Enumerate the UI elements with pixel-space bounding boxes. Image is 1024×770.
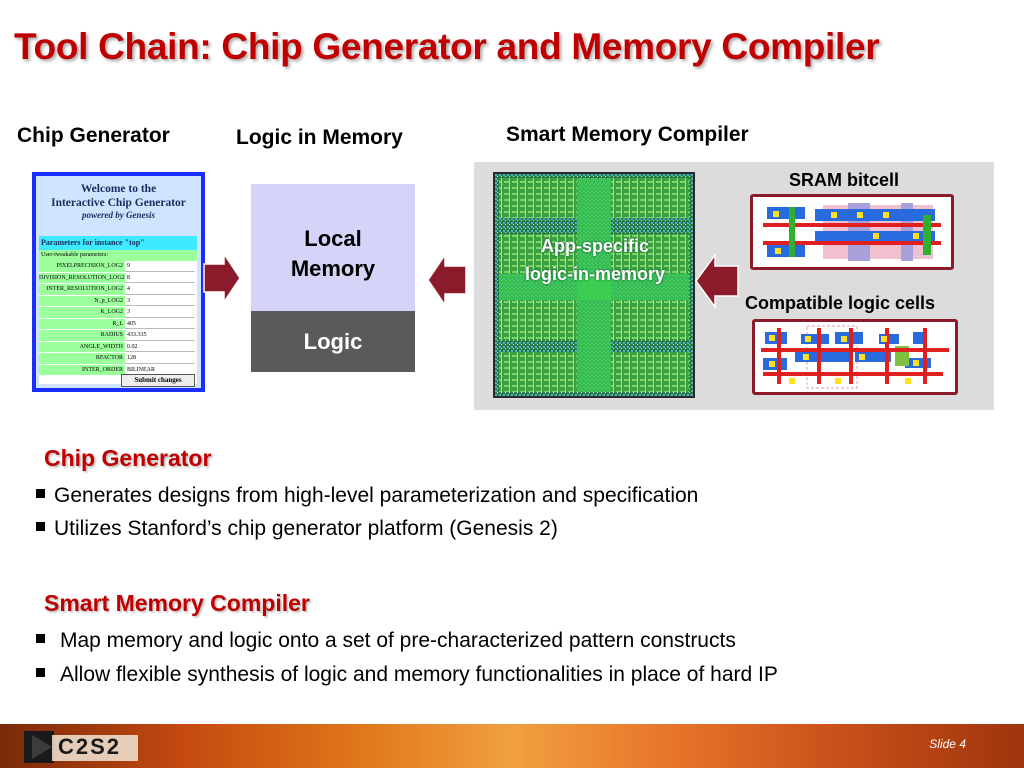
sram-bitcell-label: SRAM bitcell: [789, 170, 900, 190]
footer-bar: [0, 724, 1024, 768]
logic-in-memory-heading: Logic in Memory: [236, 126, 403, 149]
left-arrow-icon: [427, 252, 467, 308]
bullet-square-icon: [36, 668, 45, 677]
sram-layout-icon: [763, 203, 941, 261]
parameter-value-input[interactable]: 433.335: [125, 330, 195, 341]
welcome-line: Welcome to the: [80, 183, 157, 195]
chip-label-line: logic-in-memory: [524, 264, 666, 284]
parameter-name: K_LOG2: [39, 307, 125, 318]
bullet-text: Map memory and logic onto a set of pre-c…: [60, 629, 736, 652]
parameters-header: Parameters for instance "top": [39, 236, 197, 250]
left-arrow-icon: [695, 252, 739, 310]
bullet-item: Allow flexible synthesis of logic and me…: [36, 663, 778, 687]
logo-text: C2S2: [58, 734, 122, 759]
bullet-text: Generates designs from high-level parame…: [54, 484, 699, 507]
parameter-value-input[interactable]: 8: [125, 272, 195, 283]
bullet-item: Generates designs from high-level parame…: [36, 484, 698, 508]
chip-generator-screenshot: Welcome to the Interactive Chip Generato…: [32, 172, 205, 392]
powered-by-text: powered by Genesis: [82, 210, 155, 220]
parameter-name: ANGLE_WIDTH: [39, 341, 125, 352]
bullet-text: Utilizes Stanford’s chip generator platf…: [54, 517, 558, 540]
logic-cells-image: [752, 319, 958, 395]
parameter-value-input[interactable]: 128: [125, 353, 195, 364]
sram-bitcell-image: [750, 194, 954, 270]
parameter-name: PIXELPRECISION_LOG2: [39, 261, 125, 272]
parameter-value-input[interactable]: 3: [125, 307, 195, 318]
bullet-item: Utilizes Stanford’s chip generator platf…: [36, 517, 558, 541]
slide-title: Tool Chain: Chip Generator and Memory Co…: [14, 26, 880, 67]
parameter-name: R_L: [39, 318, 125, 329]
parameter-name: RFACTOR: [39, 353, 125, 364]
local-memory-block: Local Memory: [251, 184, 415, 311]
chip-label: App-specific logic-in-memory: [500, 232, 690, 288]
logic-block: Logic: [251, 311, 415, 372]
bullet-item: Map memory and logic onto a set of pre-c…: [36, 629, 736, 653]
bullet-square-icon: [36, 489, 45, 498]
section-heading-smart-memory-compiler: Smart Memory Compiler: [44, 590, 310, 616]
chip-generator-welcome: Welcome to the Interactive Chip Generato…: [36, 182, 201, 210]
bullet-square-icon: [36, 522, 45, 531]
local-memory-label: Local: [304, 226, 362, 251]
parameter-name: INTER_ORDER: [39, 364, 125, 375]
parameters-form: Parameters for instance "top" User-tweak…: [39, 236, 197, 387]
chip-layout-image: [493, 172, 695, 398]
parameter-value-input[interactable]: 4: [125, 284, 195, 295]
logic-cells-label: Compatible logic cells: [745, 293, 936, 313]
parameter-value-input[interactable]: 3: [125, 295, 195, 306]
parameter-value-input[interactable]: 405: [125, 318, 195, 329]
submit-changes-button[interactable]: Submit changes: [121, 374, 195, 387]
smart-memory-compiler-heading: Smart Memory Compiler: [506, 123, 749, 146]
chip-layout-icon: [495, 174, 693, 396]
bullet-square-icon: [36, 634, 45, 643]
local-memory-label: Memory: [290, 256, 376, 281]
right-arrow-icon: [203, 252, 241, 304]
bullet-text: Allow flexible synthesis of logic and me…: [60, 663, 778, 686]
section-heading-chip-generator: Chip Generator: [44, 445, 212, 471]
c2s2-logo-icon: [24, 731, 138, 763]
welcome-line: Interactive Chip Generator: [51, 197, 186, 209]
user-params-label: User-tweakable parameters:: [39, 250, 197, 261]
parameter-name: DIVISION_RESOLUTION_LOG2: [39, 272, 125, 283]
chip-label-line: App-specific: [540, 236, 650, 256]
chip-generator-heading: Chip Generator: [17, 124, 170, 147]
slide-number: Slide 4: [929, 737, 966, 751]
c2s2-logo: C2S2: [22, 729, 140, 765]
logic-cells-layout-icon: [761, 325, 949, 389]
parameter-name: N_p_LOG2: [39, 295, 125, 306]
parameter-value-input[interactable]: 9: [125, 261, 195, 272]
parameter-value-input[interactable]: 0.02: [125, 341, 195, 352]
parameter-name: RADIUS: [39, 330, 125, 341]
parameter-name: INTER_RESOLUTION_LOG2: [39, 284, 125, 295]
